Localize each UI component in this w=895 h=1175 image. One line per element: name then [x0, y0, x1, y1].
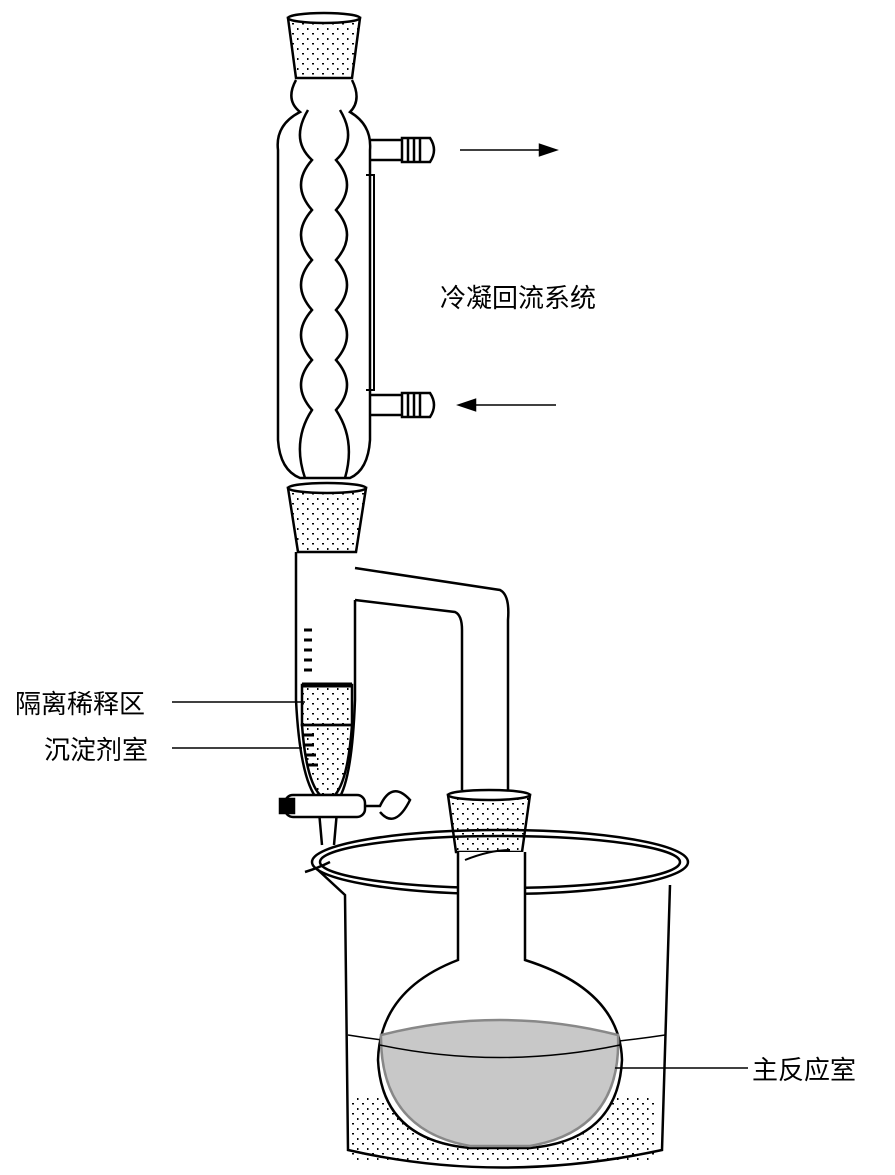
outflow-arrow: [460, 143, 559, 157]
top-stopper: [286, 11, 362, 80]
label-condenser: 冷凝回流系统: [440, 284, 597, 314]
label-precipitant-chamber: 沉淀剂室: [44, 736, 149, 766]
stopcock[interactable]: [278, 790, 412, 820]
inflow-arrow: [456, 398, 556, 412]
ground-glass-joint: [286, 481, 368, 554]
round-bottom-flask: [376, 849, 624, 1150]
label-isolation-zone: 隔离稀释区: [15, 690, 146, 720]
label-main-reaction-chamber: 主反应室: [752, 1056, 857, 1086]
flask-stopper: [446, 788, 532, 854]
condenser: [276, 79, 436, 480]
